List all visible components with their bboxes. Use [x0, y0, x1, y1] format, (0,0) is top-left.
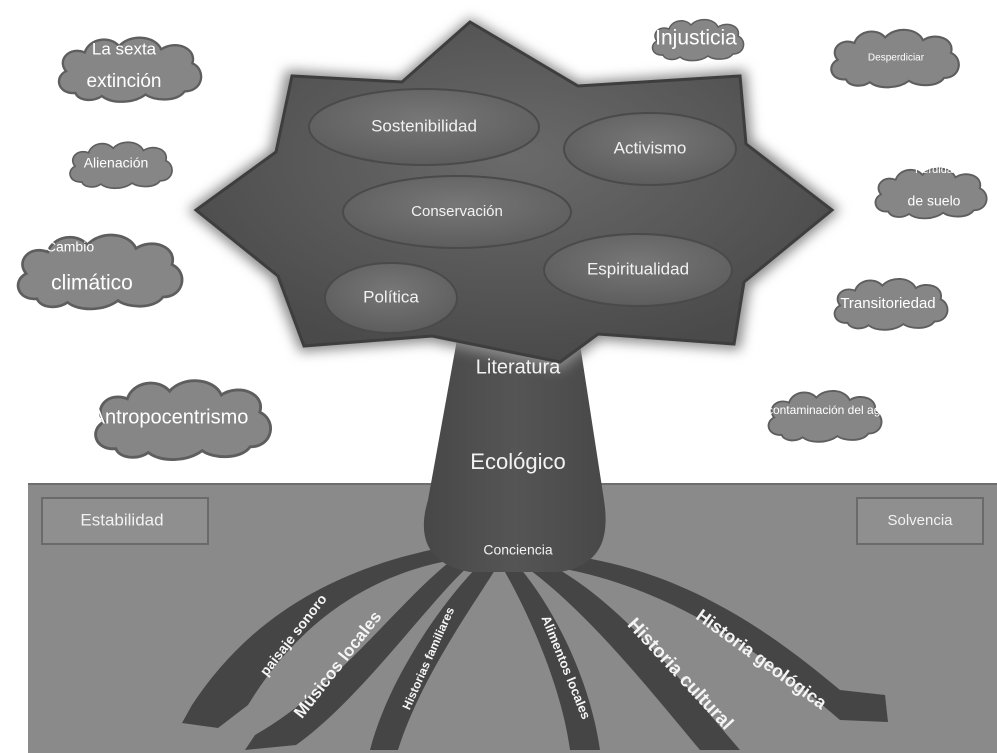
trunk-label-conciencia: Conciencia [483, 542, 552, 558]
ground-box-estabilidad: Estabilidad [41, 497, 209, 545]
cloud-perdida-label-2: de suelo [908, 193, 961, 209]
cloud-la-sexta-extincion: La sexta extinción [57, 36, 203, 104]
cloud-antropocentrismo: Antropocentrismo [92, 381, 271, 460]
root-musicos-locales [245, 560, 470, 750]
cloud-desperdiciar-label: Desperdiciar [868, 53, 925, 64]
politica-label: Política [363, 287, 419, 306]
cloud-la-sexta-label-2: extinción [87, 71, 162, 92]
cloud-contaminacion-label: La contaminación del agua [750, 403, 894, 417]
cloud-injusticia: Injusticia [651, 18, 745, 62]
cloud-transitoriedad: Transitoriedad [833, 277, 950, 332]
trunk-label-literatura: Literatura [476, 356, 561, 378]
trunk-label-ecologico: Ecológico [470, 449, 565, 474]
cloud-antropocentrismo-label: Antropocentrismo [92, 406, 249, 428]
cloud-cambio-label-2: climático [51, 272, 133, 295]
cloud-contaminacion-del-agua: La contaminación del agua [750, 391, 894, 442]
canopy-item-conservacion: Conservación [342, 175, 572, 249]
root-paisaje-sonoro [182, 548, 452, 728]
solvencia-label: Solvencia [887, 512, 953, 529]
canopy-item-politica: Política [324, 262, 458, 334]
cloud-transitoriedad-label: Transitoriedad [840, 295, 935, 312]
canopy-item-activismo: Activismo [563, 112, 737, 186]
cloud-cambio-label-1: Cambio [46, 239, 94, 255]
cloud-la-sexta-label-1: La sexta [92, 39, 157, 58]
ground-box-solvencia: Solvencia [856, 497, 984, 545]
root-historia-geologica [560, 555, 888, 722]
canopy-item-espiritualidad: Espiritualidad [543, 233, 733, 307]
sostenibilidad-label: Sostenibilidad [371, 116, 477, 135]
cloud-desperdiciar: Desperdiciar [830, 28, 960, 89]
root-historias-familiares [370, 566, 495, 750]
tree-trunk [423, 312, 606, 572]
cloud-alienacion-label: Alienación [84, 155, 149, 171]
root-historia-cultural [530, 562, 740, 750]
cloud-perdida-de-suelo: Pérdida de suelo [874, 164, 989, 220]
canopy-item-sostenibilidad: Sostenibilidad [308, 88, 540, 166]
root-alimentos-locales [505, 568, 600, 750]
roots [182, 548, 888, 750]
cloud-injusticia-label: Injusticia [655, 27, 737, 50]
cloud-perdida-label-1: Pérdida [915, 164, 954, 176]
estabilidad-label: Estabilidad [80, 510, 163, 529]
espiritualidad-label: Espiritualidad [587, 259, 689, 278]
cloud-cambio-climatico: Cambio climático [16, 233, 184, 311]
conservacion-label: Conservación [411, 203, 503, 220]
activismo-label: Activismo [614, 138, 687, 157]
cloud-alienacion: Alienación [68, 140, 174, 190]
